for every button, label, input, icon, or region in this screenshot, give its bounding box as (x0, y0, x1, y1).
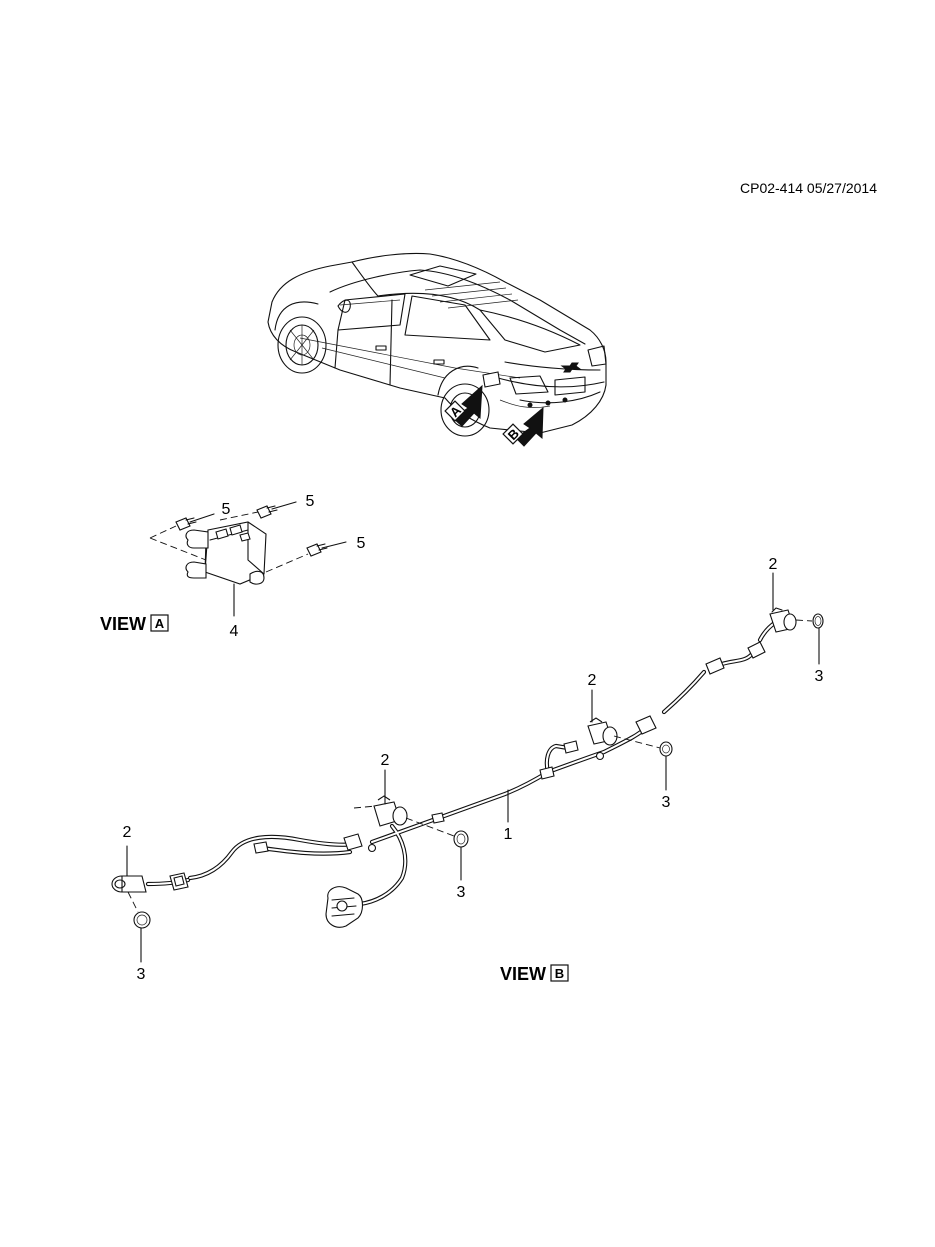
bolt-right (306, 543, 328, 557)
document-code: CP02-414 05/27/2014 (740, 180, 877, 196)
car-illustration (267, 252, 607, 437)
view-b-letter: B (555, 966, 564, 981)
view-a-letter: A (155, 616, 165, 631)
callout-5-upper-right: 5 (306, 493, 315, 510)
view-b-pointer-arrow: B (502, 406, 544, 447)
callout-4: 4 (230, 623, 239, 640)
park-sensor-right (769, 607, 797, 633)
callout-2-center-right: 2 (588, 672, 597, 689)
sensor-bezel-center-right (659, 741, 673, 757)
callout-2-center-left: 2 (381, 752, 390, 769)
callout-3-center-right: 3 (662, 794, 671, 811)
parking-assist-module (149, 505, 328, 585)
callout-3-right: 3 (815, 668, 824, 685)
callout-3-center-left: 3 (457, 884, 466, 901)
view-a-label: VIEW A (100, 614, 169, 634)
sensor-bezel-center-left (453, 830, 469, 848)
view-a-pointer-arrow: A (444, 384, 483, 427)
sensor-bezel-right (812, 613, 824, 629)
bolt-upper-right (256, 505, 278, 519)
callout-5-right: 5 (357, 535, 366, 552)
view-b-label: VIEW B (500, 964, 569, 984)
callout-1: 1 (504, 826, 513, 843)
park-sensor-center-left (373, 795, 408, 827)
park-sensor-left (111, 875, 147, 893)
view-b-text: VIEW (500, 964, 546, 984)
callout-3-left: 3 (137, 966, 146, 983)
view-a-text: VIEW (100, 614, 146, 634)
bolt-upper-left (175, 517, 197, 531)
callout-5-upper-left: 5 (222, 501, 231, 518)
park-sensor-center-right (587, 717, 618, 746)
callout-2-left: 2 (123, 824, 132, 841)
sensor-bezel-left (133, 911, 151, 929)
sensor-wiring-harness (111, 607, 824, 929)
callout-2-right: 2 (769, 556, 778, 573)
